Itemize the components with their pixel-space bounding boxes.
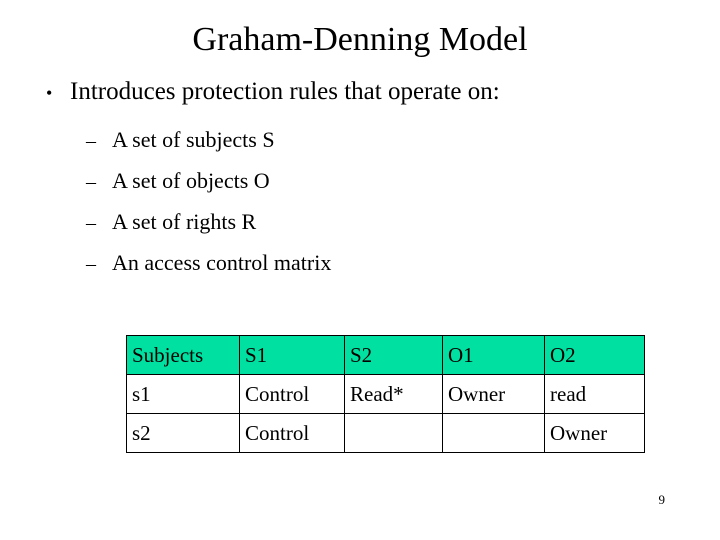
list-item-label: A set of rights R — [112, 209, 257, 234]
list-item-label: A set of objects O — [112, 168, 270, 193]
list-item: –An access control matrix — [86, 243, 686, 284]
bullet-level1-text: Introduces protection rules that operate… — [70, 78, 500, 105]
matrix-table: Subjects S1 S2 O1 O2 s1 Control Read* Ow… — [126, 335, 645, 453]
table-header-row: Subjects S1 S2 O1 O2 — [126, 335, 645, 375]
table-cell: s2 — [126, 413, 240, 453]
list-item: –A set of objects O — [86, 161, 686, 202]
table-cell: Read* — [344, 374, 443, 414]
column-header-s2: S2 — [344, 335, 443, 375]
table-cell — [344, 413, 443, 453]
page-title: Graham-Denning Model — [192, 21, 528, 58]
table-row: s1 Control Read* Owner read — [126, 374, 645, 414]
column-header-o1: O1 — [442, 335, 545, 375]
dash-marker-icon: – — [86, 171, 96, 193]
access-control-matrix: Subjects S1 S2 O1 O2 s1 Control Read* Ow… — [126, 335, 645, 453]
column-header-s1: S1 — [239, 335, 345, 375]
page-number: 9 — [658, 492, 666, 507]
table-cell: Control — [239, 413, 345, 453]
column-header-o2: O2 — [544, 335, 645, 375]
column-header-subjects: Subjects — [126, 335, 240, 375]
bullet-level1: • Introduces protection rules that operat… — [46, 76, 696, 109]
dash-marker-icon: – — [86, 253, 96, 275]
table-cell: Owner — [544, 413, 645, 453]
sub-bullet-list: –A set of subjects S –A set of objects O… — [86, 120, 686, 284]
list-item-label: An access control matrix — [112, 250, 332, 275]
list-item: –A set of subjects S — [86, 120, 686, 161]
bullet-marker-icon: • — [46, 83, 53, 104]
table-cell — [442, 413, 545, 453]
table-cell: read — [544, 374, 645, 414]
dash-marker-icon: – — [86, 212, 96, 234]
table-cell: Control — [239, 374, 345, 414]
table-cell: s1 — [126, 374, 240, 414]
dash-marker-icon: – — [86, 130, 96, 152]
list-item: –A set of rights R — [86, 202, 686, 243]
table-row: s2 Control Owner — [126, 413, 645, 453]
table-cell: Owner — [442, 374, 545, 414]
list-item-label: A set of subjects S — [112, 127, 275, 152]
